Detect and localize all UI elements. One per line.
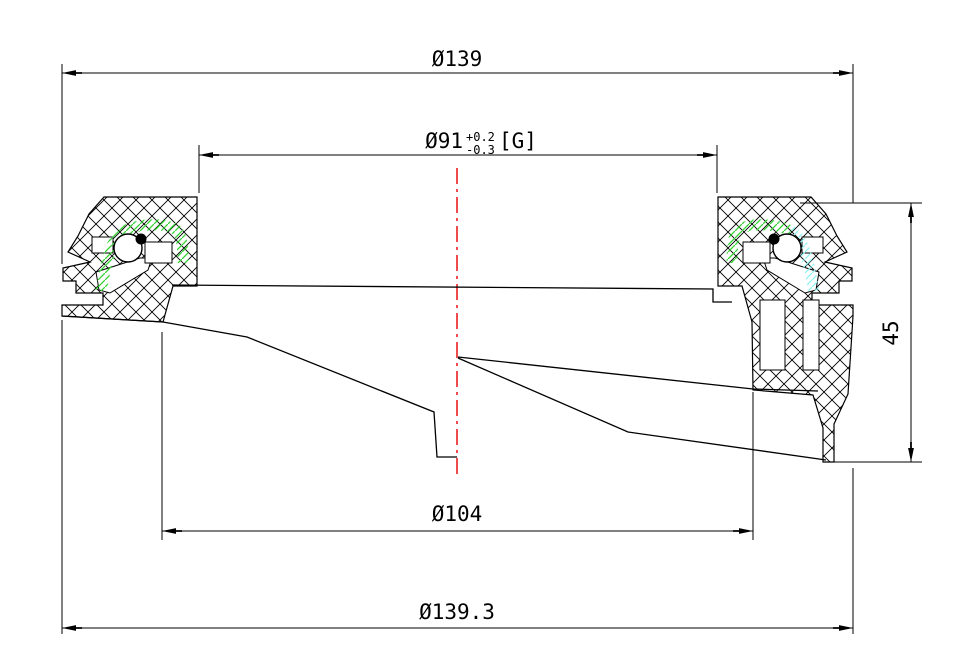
ext-line bbox=[800, 202, 922, 463]
right-insert-band-cyan bbox=[787, 226, 820, 293]
left-cavity-right bbox=[144, 241, 173, 264]
dimension-height: 45 bbox=[800, 202, 922, 463]
dim-label-inner-tol-upper: +0.2 bbox=[466, 130, 495, 144]
right-seal-lip bbox=[768, 233, 780, 245]
hub-body-outline bbox=[61, 284, 827, 461]
dim-label-inner-tol-lower: -0.3 bbox=[466, 143, 495, 157]
dim-label-height: 45 bbox=[879, 320, 903, 345]
right-slot-outer bbox=[802, 299, 820, 371]
dim-label-inner-nominal: Ø91 bbox=[425, 129, 463, 153]
right-slot-inner bbox=[759, 299, 786, 371]
ext-line bbox=[161, 332, 754, 540]
right-cavity-left bbox=[742, 241, 771, 264]
right-seal-section bbox=[717, 196, 854, 463]
hub-right-cone-upper bbox=[457, 356, 819, 392]
dimension-inner: Ø91 +0.2 -0.3 [G] bbox=[198, 129, 718, 193]
left-insert-band bbox=[95, 219, 189, 293]
left-garter-spring bbox=[113, 233, 143, 263]
hub-top-edge bbox=[171, 284, 732, 303]
hub-left-cone bbox=[61, 315, 457, 458]
hub-right-cone-lower bbox=[457, 357, 827, 461]
right-garter-spring bbox=[772, 233, 802, 263]
right-insert-band-green bbox=[726, 219, 794, 264]
dim-label-outer-bottom: Ø139.3 bbox=[419, 600, 495, 624]
left-seal-lip bbox=[135, 233, 147, 245]
dimension-outer-bottom: Ø139.3 bbox=[62, 600, 853, 631]
dimension-mid: Ø104 bbox=[161, 332, 754, 540]
dimension-outer-top: Ø139 bbox=[61, 47, 854, 634]
dim-label-inner-fit: [G] bbox=[499, 129, 537, 153]
left-seal-section bbox=[61, 196, 198, 323]
dim-label-outer-top: Ø139 bbox=[432, 47, 483, 71]
dim-label-mid: Ø104 bbox=[432, 502, 483, 526]
